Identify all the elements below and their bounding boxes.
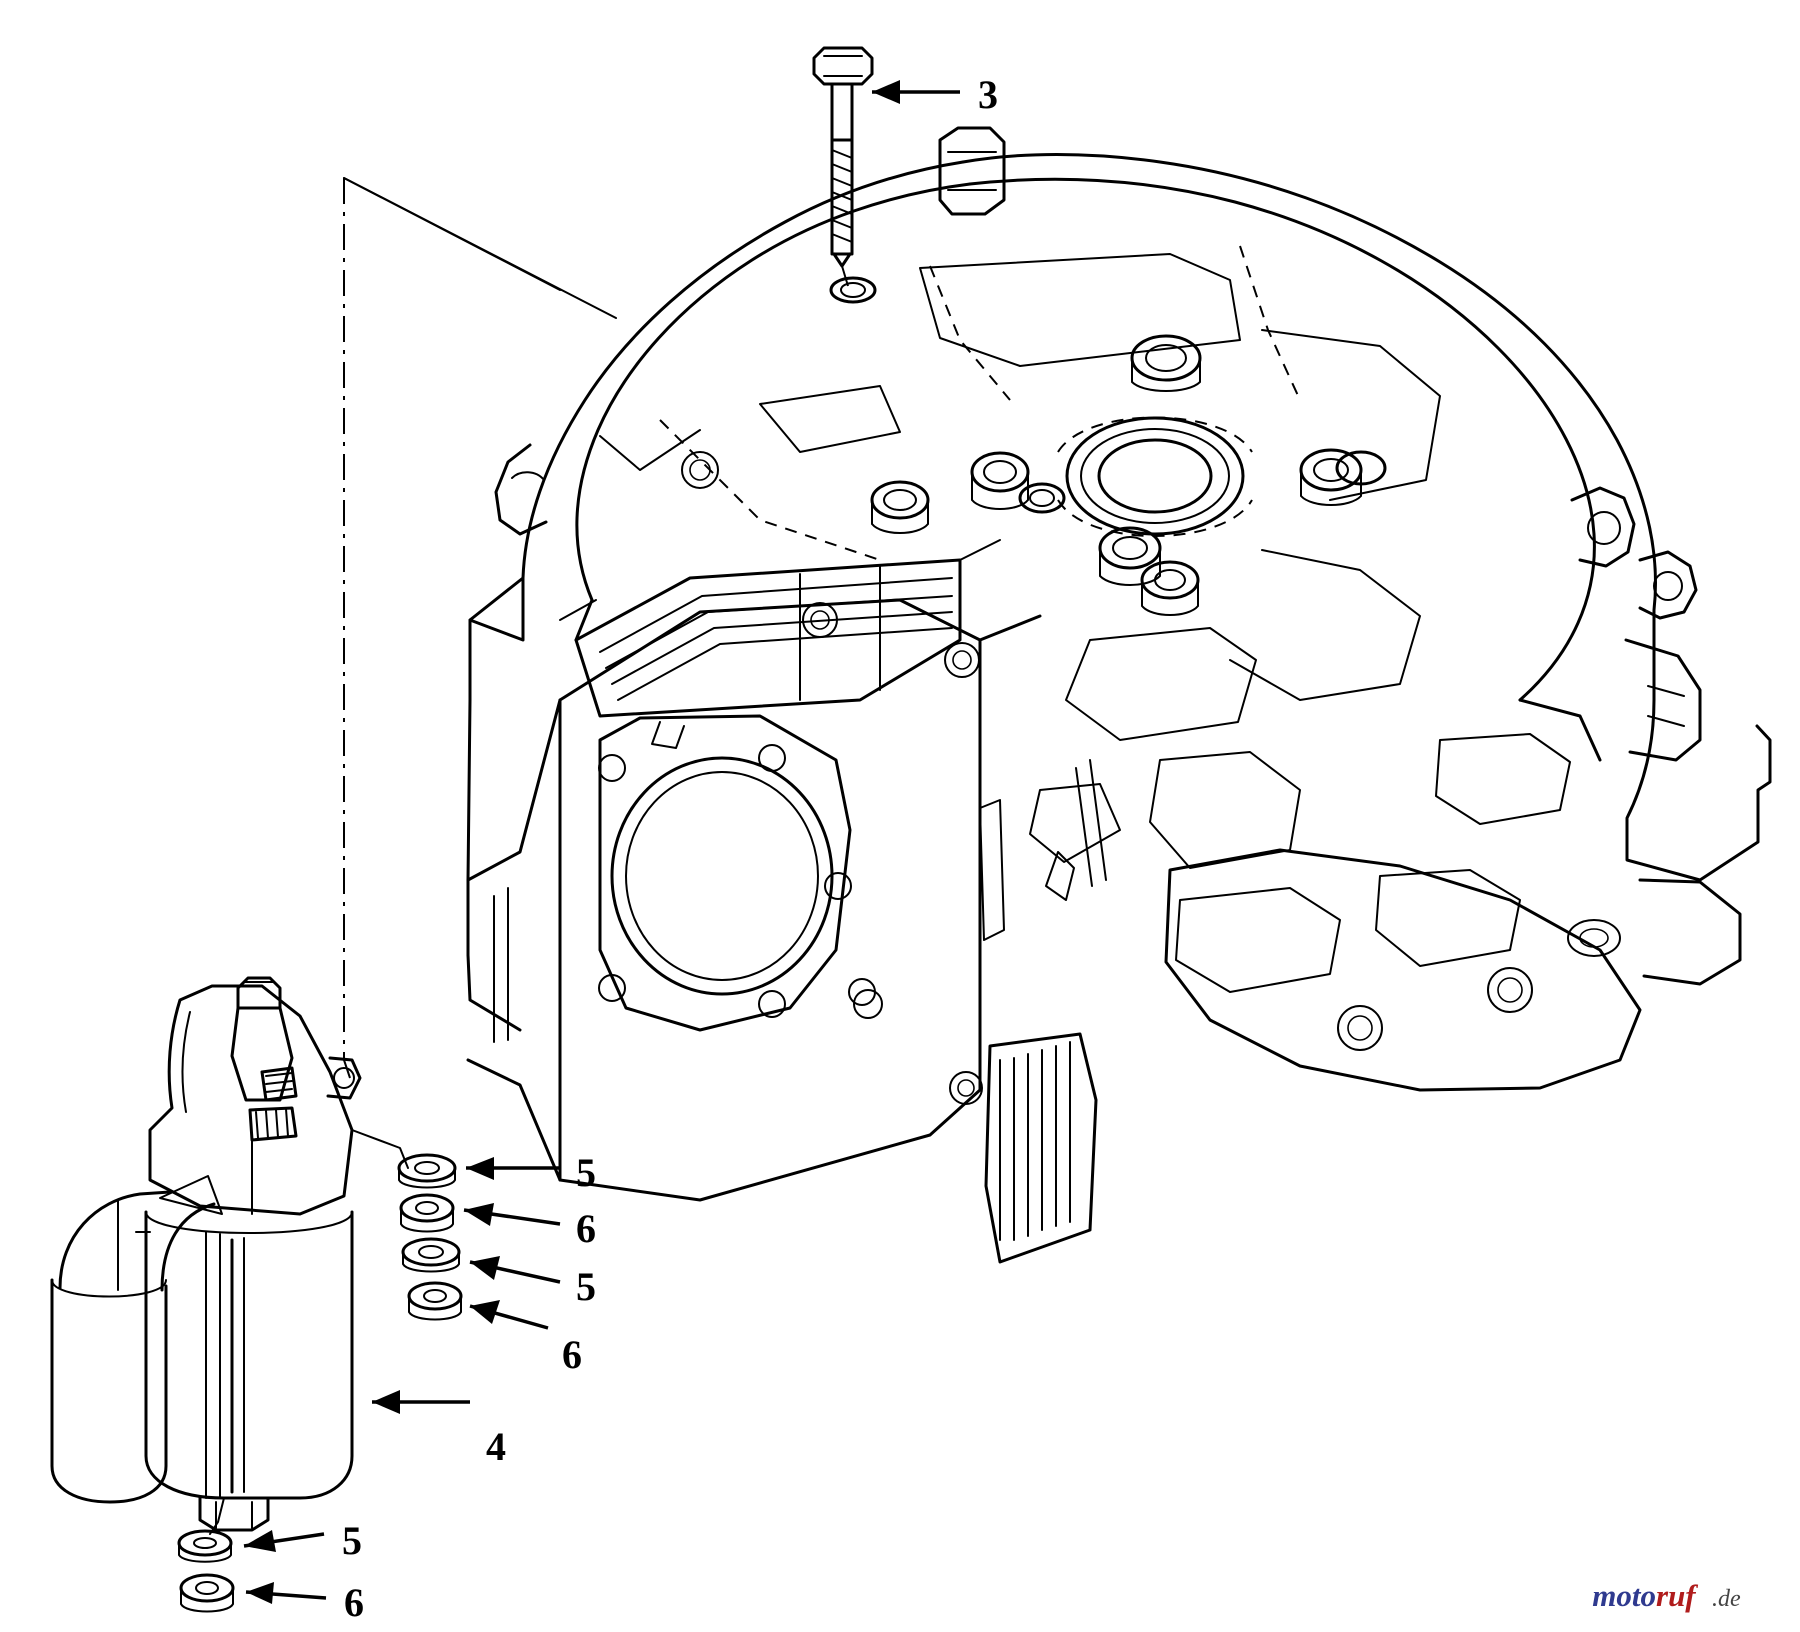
callout-label-3: 3 [978, 72, 998, 117]
callout-6-upper[interactable]: 6 [463, 1203, 596, 1251]
callout-label-5-upper: 5 [576, 1150, 596, 1195]
lock-washer-3 [177, 1529, 233, 1563]
watermark-ruf: ruf [1656, 1578, 1698, 1613]
right-lower-casting [1164, 848, 1742, 1092]
callout-5-lower[interactable]: 5 [469, 1256, 596, 1309]
callout-5-upper[interactable]: 5 [466, 1150, 596, 1195]
callout-label-5-bottom: 5 [342, 1518, 362, 1563]
callout-label-4: 4 [486, 1424, 506, 1469]
callout-label-5-lower: 5 [576, 1264, 596, 1309]
callout-label-6-upper: 6 [576, 1206, 596, 1251]
callout-4[interactable]: 4 [372, 1390, 506, 1469]
crankcase-housing [466, 126, 1772, 1264]
bolt-part-3 [812, 46, 874, 287]
internal-ribs [659, 245, 1571, 993]
callout-5-bottom[interactable]: 5 [243, 1518, 362, 1563]
watermark-de: .de [1712, 1586, 1741, 1612]
nut-3 [179, 1573, 235, 1613]
callout-label-6-bottom: 6 [344, 1580, 364, 1625]
cylinder-bore-flange [598, 714, 876, 1032]
callout-label-6-lower: 6 [562, 1332, 582, 1377]
starter-motor-part-4 [50, 976, 362, 1532]
assembly-centerlines [343, 177, 617, 1079]
watermark: moto ruf .de [1592, 1578, 1741, 1613]
nut-1 [399, 1193, 455, 1233]
callout-6-bottom[interactable]: 6 [245, 1580, 364, 1625]
lock-washer-2 [401, 1237, 461, 1273]
fastener-stack-lower [177, 1497, 235, 1613]
nut-2 [407, 1281, 463, 1321]
bolt-hole-top [829, 276, 877, 304]
lock-washer-1 [397, 1153, 457, 1189]
interior-bosses [681, 334, 1387, 1105]
watermark-moto: moto [1592, 1578, 1656, 1613]
cooling-fins [574, 558, 962, 718]
callout-3[interactable]: 3 [872, 72, 998, 117]
callout-6-lower[interactable]: 6 [469, 1300, 582, 1377]
crank-seal-boss [1057, 416, 1253, 537]
lower-fins [984, 1032, 1098, 1264]
callouts-layer: 3 5 6 5 [243, 72, 998, 1625]
fastener-stack-upper [351, 1129, 463, 1321]
